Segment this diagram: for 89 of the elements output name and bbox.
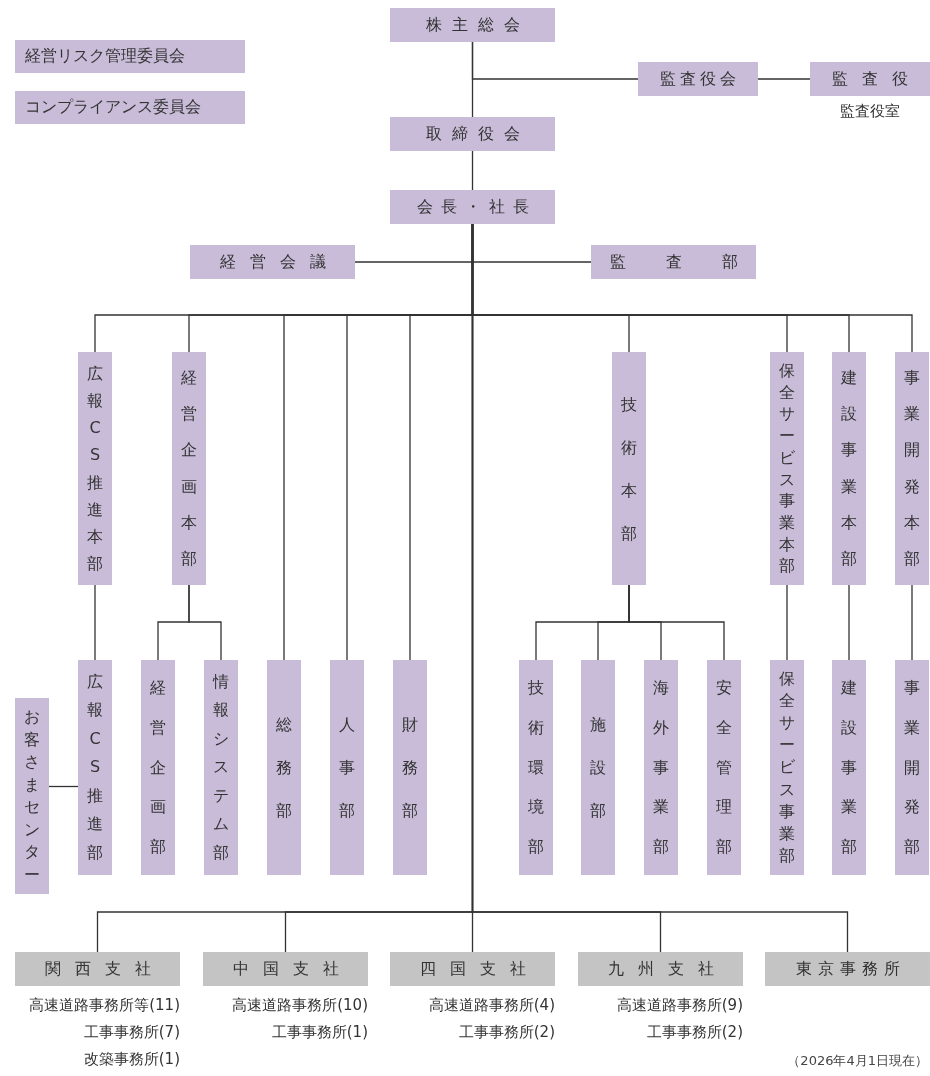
department-name: 事業開発部 [904, 677, 920, 859]
unit-name: 監査役 [832, 68, 922, 90]
unit-name: 株主総会 [425, 14, 530, 36]
unit-name: 会長・社長 [416, 196, 537, 218]
department-box [15, 698, 49, 894]
branch-box [15, 952, 180, 986]
connector-line [48, 785, 79, 788]
department-name: 建設事業部 [841, 677, 857, 859]
unit-name: 関西支社 [44, 958, 165, 980]
department-box [267, 660, 301, 875]
committee-box [591, 245, 756, 279]
committee-box [15, 40, 245, 73]
department-name: 安全管理部 [716, 677, 732, 859]
department-box [770, 352, 804, 585]
department-box [895, 352, 929, 585]
connector-line [757, 78, 811, 80]
department-box [78, 660, 112, 875]
committee-box [390, 117, 555, 151]
department-box [581, 660, 615, 875]
department-box [770, 660, 804, 875]
department-box [330, 660, 364, 875]
department-name: 技術環境部 [528, 677, 544, 859]
office-note: 高速道路事務所(10) [232, 996, 368, 1015]
office-note: 工事事務所(1) [271, 1023, 368, 1042]
branch-box [765, 952, 930, 986]
connector-line [188, 584, 222, 661]
department-box [393, 660, 427, 875]
committee-box [638, 62, 758, 96]
committee-box [810, 62, 930, 96]
unit-name: コンプライアンス委員会 [25, 97, 201, 118]
department-name: 広報CS推進本部 [87, 363, 103, 575]
department-box [519, 660, 553, 875]
department-box [644, 660, 678, 875]
department-name: 保全サービス事業本部 [779, 360, 795, 577]
department-name: 建設事業本部 [841, 367, 857, 570]
department-name: 経営企画部 [150, 677, 166, 859]
office-note: 工事事務所(2) [646, 1023, 743, 1042]
committee-box [15, 91, 245, 124]
office-note: 改築事務所(1) [83, 1050, 180, 1069]
department-name: 財務部 [402, 714, 418, 822]
department-box [832, 352, 866, 585]
branch-box [203, 952, 368, 986]
department-box [612, 352, 646, 585]
department-name: 総務部 [276, 714, 292, 822]
department-name: 保全サービス事業部 [779, 668, 795, 867]
unit-name: 東京事務所 [795, 958, 906, 980]
unit-name: 監査役会 [660, 68, 740, 90]
unit-name: 経営会議 [219, 251, 340, 273]
department-name: 海外事業部 [653, 677, 669, 859]
department-name: 施設部 [590, 714, 606, 822]
department-name: 経営企画本部 [181, 367, 197, 570]
committee-box [190, 245, 355, 279]
department-box [832, 660, 866, 875]
committee-box [390, 190, 555, 224]
branch-box [578, 952, 743, 986]
unit-name: 経営リスク管理委員会 [25, 46, 185, 67]
connector-line [786, 584, 788, 661]
unit-name: 監査部 [609, 251, 778, 273]
unit-name: 四国支社 [419, 958, 540, 980]
connector-line [628, 584, 725, 661]
connector-line [471, 150, 474, 191]
department-box [895, 660, 929, 875]
unit-name: 取締役会 [425, 123, 530, 145]
department-name: 技術本部 [621, 393, 637, 545]
office-note: 監査役室 [840, 102, 900, 121]
branch-box [390, 952, 555, 986]
office-note: 高速道路事務所(4) [428, 996, 555, 1015]
committee-box [390, 8, 555, 42]
department-name: 事業開発本部 [904, 367, 920, 570]
office-note: 工事事務所(7) [83, 1023, 180, 1042]
unit-name: 九州支社 [607, 958, 728, 980]
department-box [707, 660, 741, 875]
department-name: 人事部 [339, 714, 355, 822]
connector-line [848, 584, 850, 661]
office-note: 高速道路事務所等(11) [29, 996, 180, 1015]
office-note: 高速道路事務所(9) [616, 996, 743, 1015]
department-box [141, 660, 175, 875]
unit-name: 中国支社 [232, 958, 353, 980]
date-note: （2026年4月1日現在） [787, 1052, 928, 1070]
connector-line [911, 584, 913, 661]
department-box [172, 352, 206, 585]
department-name: お客さまセンター [24, 706, 40, 886]
department-box [78, 352, 112, 585]
office-note: 工事事務所(2) [458, 1023, 555, 1042]
connector-line [471, 41, 639, 80]
department-box [204, 660, 238, 875]
department-name: 情報システム部 [213, 671, 229, 864]
department-name: 広報CS推進部 [87, 671, 103, 864]
connector-line [94, 584, 96, 661]
